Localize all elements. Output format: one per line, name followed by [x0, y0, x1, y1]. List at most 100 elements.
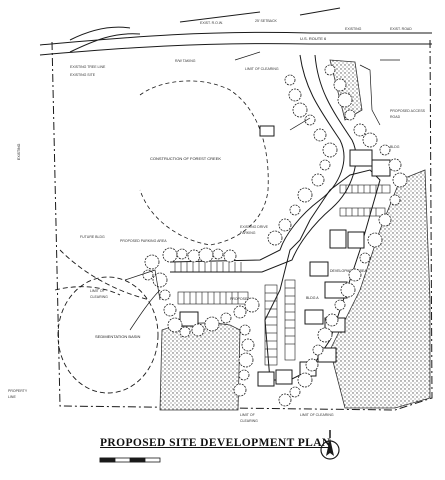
svg-text:EXISTING SITE: EXISTING SITE	[70, 73, 96, 77]
svg-text:LIMIT OF CLEARING: LIMIT OF CLEARING	[245, 67, 279, 71]
tree-symbol	[176, 248, 188, 260]
parking-stalls	[174, 184, 391, 366]
tree-symbol	[367, 232, 383, 248]
svg-text:EXIST. R.O.W.: EXIST. R.O.W.	[200, 21, 223, 25]
tree-symbol	[297, 187, 313, 203]
development-label: DEVELOPMENT AREA	[330, 269, 367, 273]
tree-symbol	[337, 92, 353, 108]
scale-bar	[99, 457, 161, 463]
access-drive	[169, 54, 357, 273]
tree-symbol	[278, 218, 292, 232]
svg-text:R/W TAKING: R/W TAKING	[175, 59, 196, 63]
tree-symbol	[313, 128, 327, 142]
sedimentation-label: SEDIMENTATION BASIN	[95, 334, 141, 339]
tree-symbol	[162, 247, 178, 263]
tree-symbol	[388, 158, 402, 172]
buildings	[179, 125, 391, 387]
tree-symbol	[334, 299, 346, 311]
tree-symbol	[289, 204, 301, 216]
plan-title: PROPOSED SITE DEVELOPMENT PLAN	[100, 437, 331, 449]
tree-symbol	[305, 358, 319, 372]
road-label: U.S. ROUTE 6	[300, 36, 327, 41]
tree-symbol	[198, 247, 214, 263]
tree-symbol	[292, 102, 308, 118]
tree-symbol	[212, 248, 224, 260]
forest-contour	[139, 80, 269, 246]
tree-symbol	[340, 282, 356, 298]
tree-symbol	[187, 249, 201, 263]
tree-symbol	[288, 88, 302, 102]
svg-text:25' SETBACK: 25' SETBACK	[255, 19, 278, 23]
svg-text:CLEARING: CLEARING	[240, 419, 258, 423]
svg-text:PARKING: PARKING	[240, 231, 256, 235]
tree-symbol	[284, 74, 296, 86]
svg-text:PROPOSED PARKING AREA: PROPOSED PARKING AREA	[120, 239, 167, 243]
tree-symbol	[312, 344, 324, 356]
tree-symbol	[348, 268, 362, 282]
tree-symbol	[362, 132, 378, 148]
north-arrow-icon	[320, 430, 340, 460]
svg-text:EXISTING TREE LINE: EXISTING TREE LINE	[70, 65, 106, 69]
tree-symbol	[378, 213, 392, 227]
tree-symbol	[379, 144, 391, 156]
tree-symbol	[223, 249, 237, 263]
tree-symbol	[319, 159, 331, 171]
tree-symbol	[167, 317, 183, 333]
tree-symbol	[239, 324, 251, 336]
forest-label: CONSTRUCTION OF FOREST CREEK	[150, 156, 221, 161]
svg-text:PROPOSED ACCESS: PROPOSED ACCESS	[390, 109, 426, 113]
tree-symbol	[220, 312, 232, 324]
tree-symbol	[333, 78, 347, 92]
svg-text:LINE: LINE	[8, 395, 16, 399]
tree-symbol	[297, 372, 313, 388]
tree-symbol	[325, 313, 339, 327]
tree-symbol	[267, 230, 283, 246]
tree-symbol	[392, 172, 408, 188]
svg-text:BLDG: BLDG	[390, 145, 400, 149]
tree-symbol	[359, 252, 371, 264]
tree-symbol	[244, 297, 260, 313]
tree-symbol	[241, 338, 255, 352]
svg-text:LIMIT OF CLEARING: LIMIT OF CLEARING	[300, 413, 334, 417]
tree-symbol	[304, 114, 316, 126]
building-area	[264, 169, 381, 381]
tree-symbol	[317, 327, 333, 343]
svg-text:EXISTING: EXISTING	[345, 27, 362, 31]
tree-symbol	[289, 386, 301, 398]
tree-symbol	[324, 64, 336, 76]
road	[39, 7, 432, 56]
svg-text:ROAD: ROAD	[390, 115, 401, 119]
tree-symbol	[353, 123, 367, 137]
tree-symbol	[344, 109, 356, 121]
svg-text:FUTURE BLDG: FUTURE BLDG	[80, 235, 105, 239]
tree-symbol	[322, 142, 338, 158]
tree-symbol	[152, 272, 168, 288]
tree-symbol	[179, 326, 191, 338]
building-label: BLDG A	[306, 296, 319, 300]
svg-text:EXISTING DRIVE: EXISTING DRIVE	[240, 225, 269, 229]
property-boundary	[51, 37, 433, 411]
tree-symbol	[163, 303, 177, 317]
exist-label: EXISTING	[17, 143, 21, 160]
svg-text:CLEARING: CLEARING	[90, 295, 108, 299]
tree-symbol	[311, 173, 325, 187]
tree-symbol	[233, 305, 247, 319]
svg-text:PROPERTY: PROPERTY	[8, 389, 28, 393]
tree-symbol	[204, 316, 220, 332]
tree-symbol	[238, 369, 250, 381]
tree-symbol	[142, 269, 154, 281]
svg-text:LIMIT OF: LIMIT OF	[90, 289, 105, 293]
tree-symbol	[191, 323, 205, 337]
tree-symbol	[238, 352, 254, 368]
annotations: EXIST. R.O.W. 25' SETBACK EXISTING EXIST…	[8, 19, 426, 423]
misc-linework	[124, 51, 400, 331]
tree-symbol	[278, 393, 292, 407]
tree-symbol	[233, 383, 247, 397]
tree-symbol	[144, 254, 160, 270]
svg-text:EXIST. ROAD: EXIST. ROAD	[390, 27, 412, 31]
svg-text:LIMIT OF: LIMIT OF	[240, 413, 255, 417]
tree-symbols	[142, 64, 408, 407]
sedimentation-basin	[54, 249, 159, 394]
svg-text:PROPOSED: PROPOSED	[230, 297, 250, 301]
